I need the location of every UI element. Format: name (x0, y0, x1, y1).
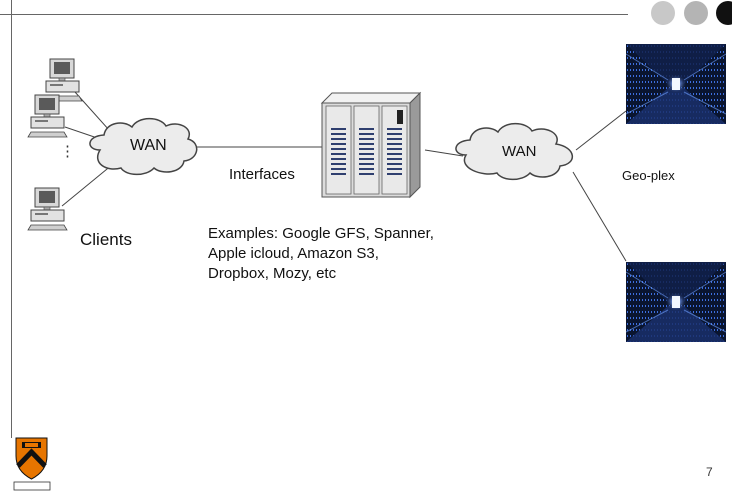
interfaces-label: Interfaces (229, 166, 295, 183)
examples-text: Examples: Google GFS, Spanner, Apple icl… (208, 224, 434, 284)
client-computer-icon (27, 187, 68, 231)
dark-dot-icon (716, 1, 732, 25)
wan-left-cloud-icon (89, 117, 198, 176)
princeton-shield-icon (13, 437, 51, 491)
wan-left-label: WAN (130, 137, 167, 154)
client-ellipsis: ⋮ (60, 143, 75, 160)
geoplex-label: Geo-plex (622, 168, 675, 183)
storage-server-icon (320, 91, 422, 199)
datacenter-photo-icon (625, 261, 727, 343)
mid-dot-icon (684, 1, 708, 25)
light-dot-icon (651, 1, 675, 25)
page-number: 7 (706, 465, 713, 479)
wan-right-cloud-icon (455, 122, 573, 181)
examples-line: Apple icloud, Amazon S3, (208, 245, 379, 262)
header-rule (0, 14, 628, 15)
examples-line: Dropbox, Mozy, etc (208, 265, 337, 282)
wan-right-label: WAN (502, 143, 537, 160)
left-border-line (11, 0, 12, 438)
datacenter-photo-icon (625, 43, 727, 125)
examples-line: Examples: Google GFS, Spanner, (208, 225, 434, 242)
clients-label: Clients (80, 230, 132, 249)
